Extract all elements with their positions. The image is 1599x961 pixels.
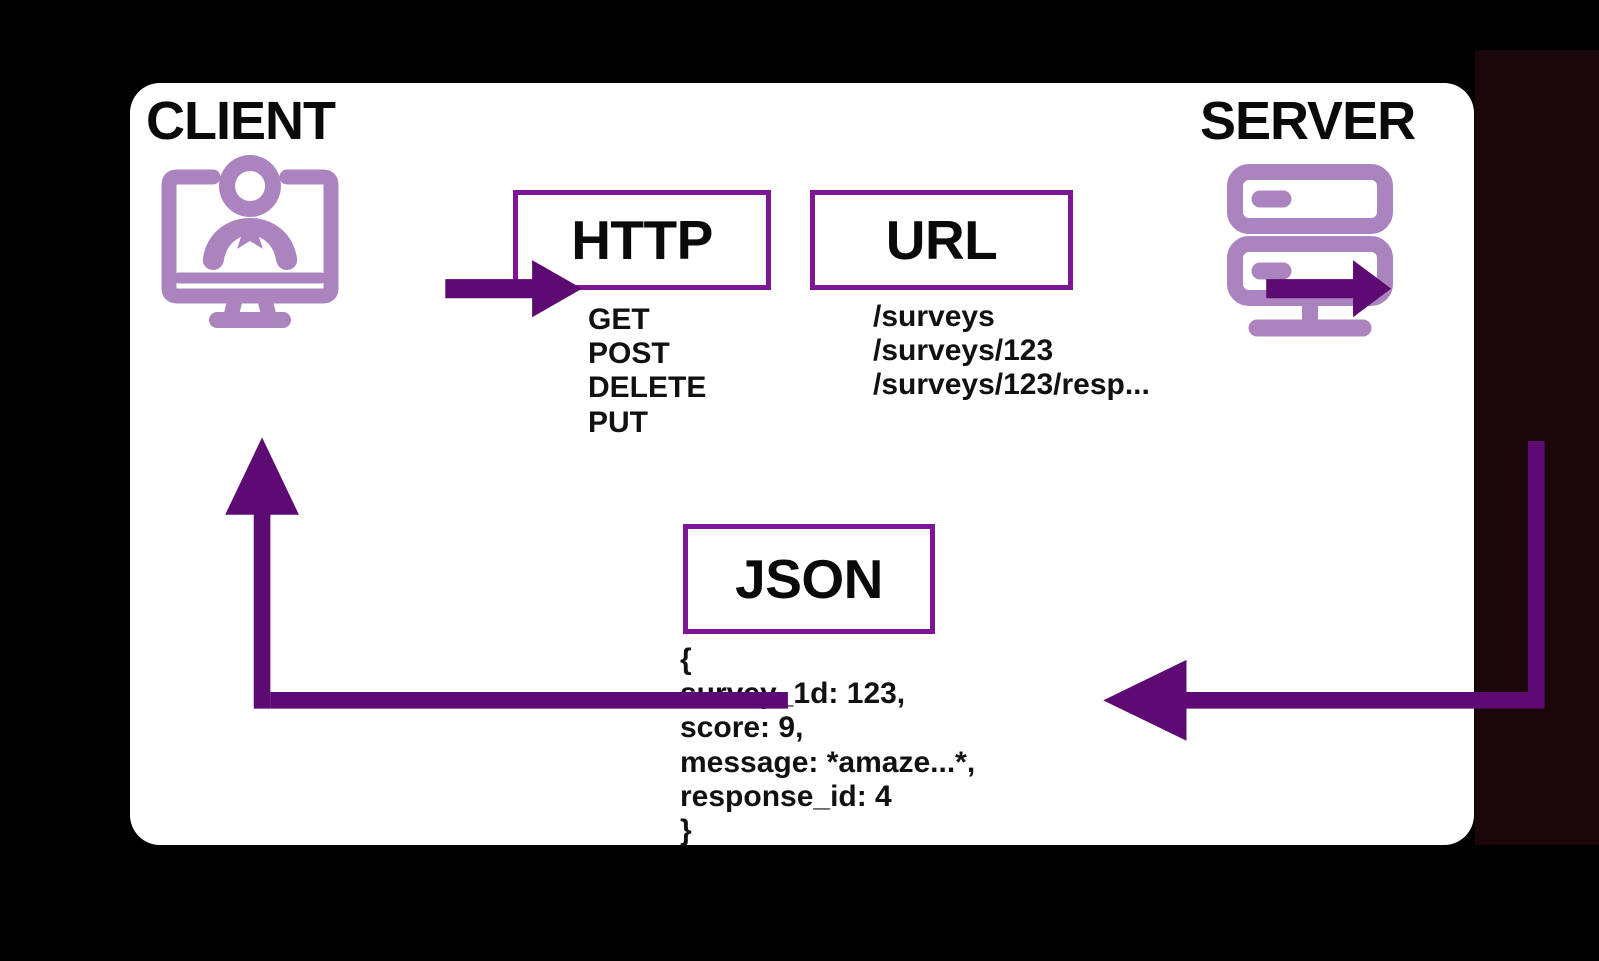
monitor-user-icon bbox=[155, 150, 345, 330]
json-line: { bbox=[680, 643, 692, 676]
url-path: /surveys/123 bbox=[873, 334, 1054, 368]
http-box[interactable]: HTTP bbox=[513, 190, 771, 290]
json-box[interactable]: JSON bbox=[683, 524, 935, 634]
url-box[interactable]: URL bbox=[810, 190, 1073, 290]
url-path: /surveys/123/resp... bbox=[873, 368, 1150, 402]
json-line: message: *amaze...*, bbox=[680, 745, 976, 779]
url-box-label: URL bbox=[885, 208, 998, 271]
http-box-label: HTTP bbox=[571, 208, 713, 271]
json-box-label: JSON bbox=[735, 547, 883, 610]
json-line: survey_1d: 123, bbox=[680, 677, 906, 711]
http-method: DELETE bbox=[588, 371, 707, 405]
json-line: } bbox=[680, 813, 692, 847]
server-rack-icon bbox=[1215, 160, 1405, 340]
json-body-text: { survey_1d: 123, score: 9, message: *am… bbox=[680, 643, 975, 848]
server-heading: SERVER bbox=[1200, 91, 1416, 151]
url-path: /surveys bbox=[873, 300, 995, 333]
http-methods-list: GET POST DELETE PUT bbox=[588, 303, 706, 440]
http-method: PUT bbox=[588, 405, 648, 439]
http-method: POST bbox=[588, 337, 670, 371]
background-band bbox=[1475, 50, 1599, 845]
diagram-card: CLIENT bbox=[130, 83, 1545, 848]
url-paths-list: /surveys /surveys/123 /surveys/123/resp.… bbox=[873, 300, 1150, 403]
json-line: response_id: 4 bbox=[680, 779, 892, 813]
client-heading: CLIENT bbox=[146, 91, 336, 151]
json-line: score: 9, bbox=[680, 711, 804, 745]
http-method: GET bbox=[588, 303, 650, 336]
